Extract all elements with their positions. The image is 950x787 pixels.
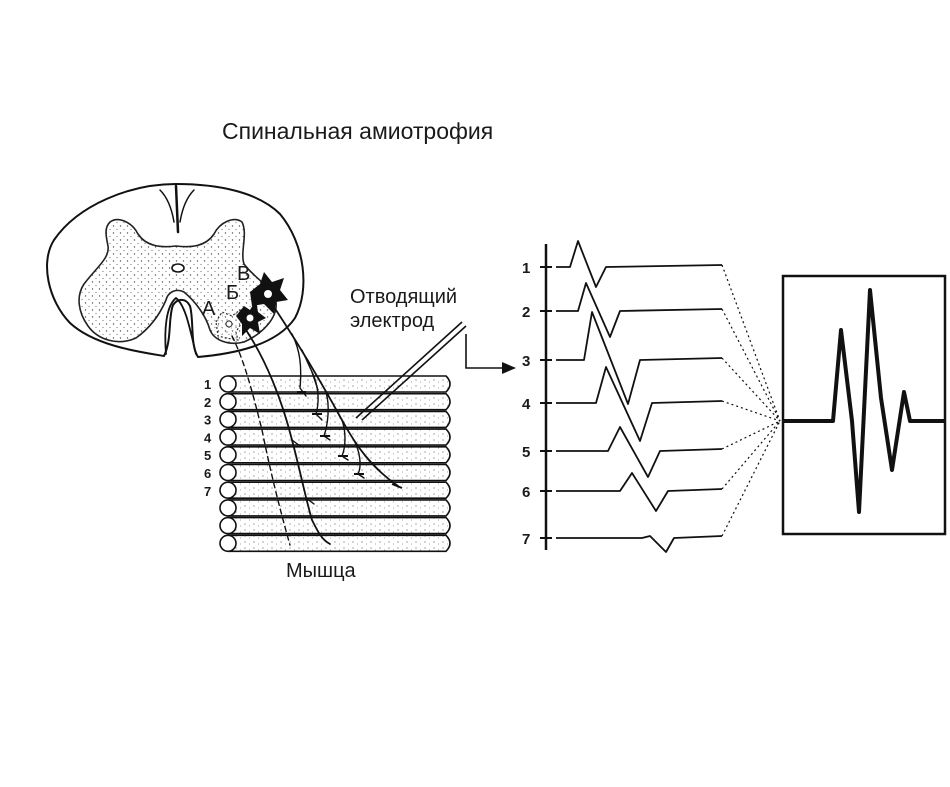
- muscle-fiber: [219, 375, 451, 393]
- trace-summation-line: [721, 420, 781, 490]
- traces-panel: 1 2 3 4 5 6 7: [522, 240, 781, 553]
- trace-number: 4: [522, 396, 531, 413]
- muscle-fiber: [219, 428, 451, 446]
- summed-potential-box: [781, 274, 947, 536]
- fiber-numbers: 1 2 3 4 5 6 7: [204, 377, 212, 499]
- recording-electrode: [355, 321, 467, 421]
- muscle-fiber: [219, 463, 451, 482]
- trace-waveform: [556, 535, 723, 553]
- trace-waveform: [556, 311, 723, 405]
- trace-waveform: [556, 240, 723, 288]
- trace-summation-line: [721, 357, 781, 422]
- trace-number: 3: [522, 353, 530, 370]
- muscle-label: Мышца: [286, 560, 357, 582]
- muscle-fiber: [219, 410, 451, 429]
- trace-waveform: [556, 282, 723, 338]
- muscle-fiber: [219, 516, 451, 535]
- muscle-fiber: [219, 481, 451, 500]
- trace-waveform: [556, 472, 723, 512]
- trace-summation-line: [721, 400, 781, 422]
- trace-summation-line: [721, 420, 781, 537]
- trace-ticks: [540, 266, 552, 539]
- trace-summation-line: [721, 308, 781, 422]
- fiber-number: 4: [204, 430, 212, 445]
- neuron-b: [236, 300, 266, 336]
- trace-summation-lines: [721, 264, 781, 537]
- trace-number: 2: [522, 304, 530, 321]
- trace-summation-line: [721, 420, 781, 450]
- grey-matter: [78, 218, 277, 345]
- fiber-number: 1: [204, 377, 211, 392]
- muscle-fiber: [219, 392, 451, 411]
- trace-waveform: [556, 426, 723, 478]
- trace-summation-line: [721, 264, 781, 422]
- muscle-fiber: [219, 499, 451, 517]
- neuron-b-label: Б: [226, 282, 239, 304]
- neuron-v: [250, 272, 288, 314]
- fiber-number: 7: [204, 484, 211, 499]
- neuron-a-label: А: [202, 298, 216, 320]
- muscle-fibers: [219, 375, 451, 553]
- fiber-number: 6: [204, 466, 211, 481]
- trace-waveforms: [556, 240, 723, 553]
- fiber-number: 2: [204, 395, 211, 410]
- fiber-number: 5: [204, 448, 211, 463]
- muscle-fiber: [219, 445, 451, 464]
- axons: [231, 303, 403, 546]
- electrode-label-line1: Отводящий: [350, 286, 457, 308]
- trace-number: 7: [522, 531, 530, 548]
- trace-number: 5: [522, 444, 530, 461]
- muscle-fiber: [219, 534, 451, 553]
- connector-arrow: [465, 334, 516, 374]
- motor-neurons: [215, 272, 288, 341]
- neuron-v-label: В: [237, 263, 250, 285]
- fiber-number: 3: [204, 413, 211, 428]
- diagram-title: Спинальная амиотрофия: [222, 118, 493, 144]
- trace-number: 1: [522, 260, 530, 277]
- trace-numbers: 1 2 3 4 5 6 7: [522, 260, 531, 548]
- trace-waveform: [556, 366, 723, 442]
- neuron-a: [215, 308, 243, 341]
- trace-number: 6: [522, 484, 530, 501]
- spinal-cord-section: [46, 183, 305, 358]
- electrode-label-line2: электрод: [350, 310, 435, 332]
